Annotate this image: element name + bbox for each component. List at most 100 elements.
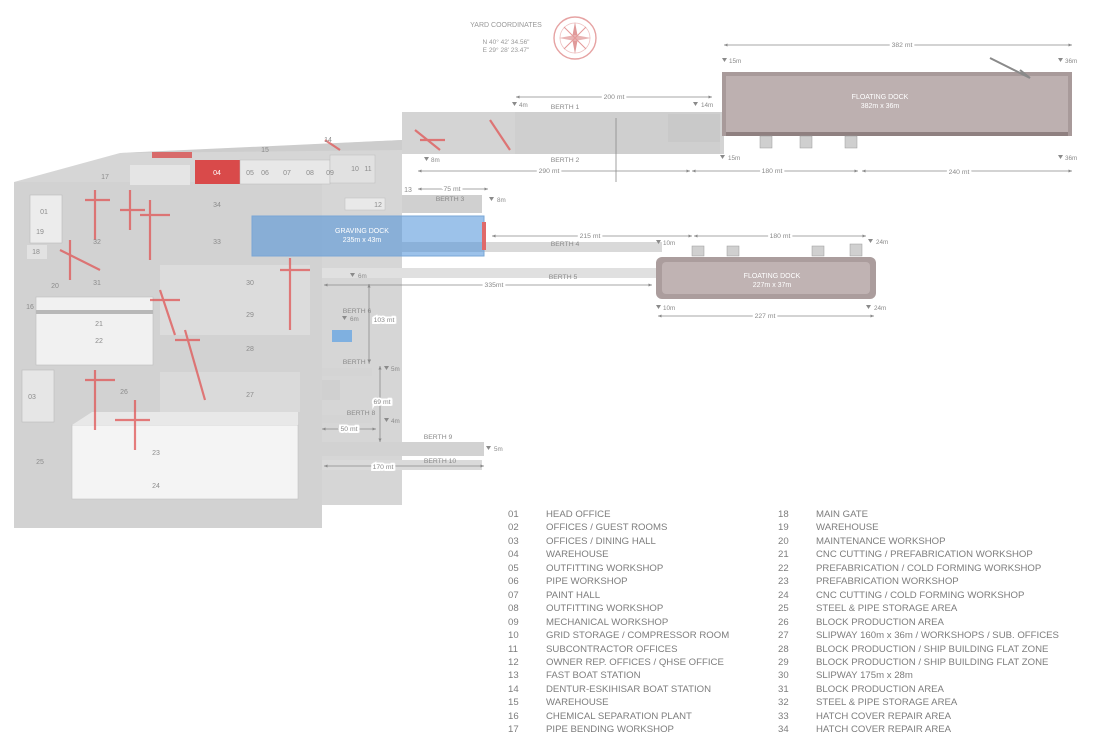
legend-label: WAREHOUSE xyxy=(546,549,609,561)
depth-marker: 4m xyxy=(512,102,528,109)
graving-dock-size: 235m x 43m xyxy=(343,237,382,244)
depth-marker: 36m xyxy=(1058,58,1077,65)
yard-coordinates-title: YARD COORDINATES xyxy=(470,22,542,29)
area-29: 29 xyxy=(246,312,254,319)
berth-2-label: BERTH 2 xyxy=(551,157,580,164)
buildings xyxy=(21,152,386,500)
legend-label: PAINT HALL xyxy=(546,589,601,601)
floating-dock-2-size: 227m x 37m xyxy=(753,282,792,289)
legend-number: 11 xyxy=(508,643,518,655)
svg-text:8m: 8m xyxy=(431,157,440,164)
legend-item: 16 CHEMICAL SEPARATION PLANT xyxy=(508,710,729,723)
depth-marker: 5m xyxy=(384,366,400,373)
graving-dock: GRAVING DOCK 235m x 43m xyxy=(251,215,486,257)
area-23: 23 xyxy=(152,450,160,457)
berth-9-label: BERTH 9 xyxy=(424,434,453,441)
area-22: 22 xyxy=(95,338,103,345)
area-10: 10 xyxy=(351,166,359,173)
depth-marker: 8m xyxy=(489,197,506,204)
svg-text:10m: 10m xyxy=(663,305,675,312)
dim-180a: 180 mt xyxy=(762,168,783,175)
legend-label: STEEL & PIPE STORAGE AREA xyxy=(816,697,958,709)
legend-label: BLOCK PRODUCTION AREA xyxy=(816,683,944,695)
legend-label: CNC CUTTING / PREFABRICATION WORKSHOP xyxy=(816,549,1033,561)
depth-marker: 24m xyxy=(868,239,888,246)
legend-number: 22 xyxy=(778,562,789,574)
svg-text:6m: 6m xyxy=(358,273,367,280)
legend-label: MAINTENANCE WORKSHOP xyxy=(816,535,946,547)
dimension-labels: 382 mt 200 mt 290 mt 180 mt 240 mt 75 mt… xyxy=(339,40,972,473)
area-33: 33 xyxy=(213,239,221,246)
area-26: 26 xyxy=(120,389,128,396)
latitude-text: N 40° 42' 34.56" xyxy=(483,38,531,46)
area-11: 11 xyxy=(364,166,371,173)
legend-item: 26 BLOCK PRODUCTION AREA xyxy=(778,616,1059,629)
legend-label: PIPE BENDING WORKSHOP xyxy=(546,724,674,736)
area-34: 34 xyxy=(213,202,221,209)
svg-text:5m: 5m xyxy=(391,366,400,373)
depth-marker: 15m xyxy=(722,58,741,65)
legend-label: SLIPWAY 175m x 28m xyxy=(816,670,913,682)
floating-dock-2: FLOATING DOCK 227m x 37m xyxy=(656,243,876,299)
legend-label: BLOCK PRODUCTION AREA xyxy=(816,616,944,628)
legend-label: MECHANICAL WORKSHOP xyxy=(546,616,669,628)
legend-number: 26 xyxy=(778,616,789,628)
berth-labels: BERTH 1 BERTH 2 BERTH 3 BERTH 4 BERTH 5 … xyxy=(343,104,580,465)
legend-number: 18 xyxy=(778,509,789,520)
svg-text:24m: 24m xyxy=(874,305,886,312)
legend-number: 34 xyxy=(778,724,789,736)
compass-rose-icon xyxy=(553,16,597,60)
area-09: 09 xyxy=(326,170,334,177)
legend-label: PIPE WORKSHOP xyxy=(546,576,628,588)
legend-label: CHEMICAL SEPARATION PLANT xyxy=(546,710,692,722)
area-32: 32 xyxy=(93,239,101,246)
area-04: 04 xyxy=(213,170,221,177)
legend-label: WAREHOUSE xyxy=(816,522,879,534)
floating-dock-1-size: 382m x 36m xyxy=(861,103,900,110)
legend-number: 06 xyxy=(508,576,519,588)
area-05: 05 xyxy=(246,170,254,177)
legend-number: 16 xyxy=(508,710,519,722)
legend-label: BLOCK PRODUCTION / SHIP BUILDING FLAT ZO… xyxy=(816,656,1049,668)
depth-marker: 15m xyxy=(720,155,740,162)
berth-3-label: BERTH 3 xyxy=(436,196,465,203)
area-25: 25 xyxy=(36,459,44,466)
legend-number: 20 xyxy=(778,535,789,547)
depth-marker: 8m xyxy=(424,157,440,164)
legend-number: 13 xyxy=(508,670,519,682)
area-18: 18 xyxy=(32,249,40,256)
legend-number: 33 xyxy=(778,710,789,722)
legend-label: OFFICES / DINING HALL xyxy=(546,535,656,547)
legend-label: CNC CUTTING / COLD FORMING WORKSHOP xyxy=(816,589,1025,601)
dim-103: 103 mt xyxy=(374,317,395,324)
area-03: 03 xyxy=(28,394,36,401)
legend-number: 31 xyxy=(778,683,789,695)
dim-227: 227 mt xyxy=(755,313,776,320)
berth-4-label: BERTH 4 xyxy=(551,241,580,248)
berth-6-label: BERTH 6 xyxy=(343,308,372,315)
legend-item: 20 MAINTENANCE WORKSHOP xyxy=(778,535,1059,548)
area-24: 24 xyxy=(152,483,160,490)
svg-text:36m: 36m xyxy=(1065,58,1077,65)
svg-text:15m: 15m xyxy=(728,155,740,162)
legend-number: 07 xyxy=(508,589,519,601)
graving-dock-name: GRAVING DOCK xyxy=(335,228,389,235)
dim-50: 50 mt xyxy=(341,426,358,433)
depth-marker: 5m xyxy=(486,446,503,453)
legend-label: STEEL & PIPE STORAGE AREA xyxy=(816,603,958,615)
area-16: 16 xyxy=(26,304,34,311)
berth-7-label: BERTH 7 xyxy=(343,359,372,366)
legend-number: 15 xyxy=(508,697,519,709)
